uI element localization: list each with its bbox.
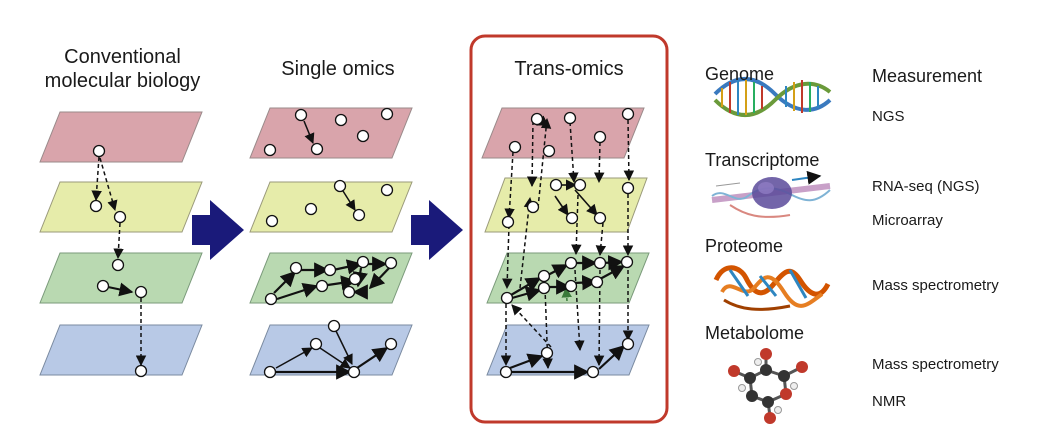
node xyxy=(537,269,551,283)
panel-single-omics xyxy=(249,107,413,380)
node xyxy=(384,256,398,270)
panel-trans-omics xyxy=(481,107,650,380)
node xyxy=(134,364,148,378)
layer-transcriptome xyxy=(249,181,413,233)
node xyxy=(310,142,324,156)
node xyxy=(380,107,394,121)
measurement-microarray: Microarray xyxy=(872,212,943,229)
node xyxy=(620,255,634,269)
molecule-model-icon xyxy=(728,348,808,424)
node xyxy=(309,337,323,351)
node xyxy=(356,129,370,143)
node xyxy=(540,346,554,360)
node xyxy=(263,365,277,379)
node xyxy=(621,181,635,195)
big-arrow-icon xyxy=(192,200,244,260)
omics-name-transcriptome: Transcriptome xyxy=(705,150,820,170)
node xyxy=(327,319,341,333)
node xyxy=(564,256,578,270)
omics-name-metabolome: Metabolome xyxy=(705,323,805,343)
measurement-mass-spec-metabolome: Mass spectrometry xyxy=(872,356,999,373)
measurement-ngs: NGS xyxy=(872,108,905,125)
node xyxy=(563,111,577,125)
panel-title-conventional-line1: Conventional xyxy=(64,46,181,68)
node xyxy=(501,215,515,229)
node xyxy=(537,281,551,295)
panel-conventional xyxy=(39,111,203,378)
panel-title-conventional-line2: molecular biology xyxy=(44,70,201,92)
node xyxy=(500,291,514,305)
layer-genome xyxy=(39,111,203,163)
node xyxy=(92,144,106,158)
node xyxy=(113,210,127,224)
node xyxy=(593,130,607,144)
node xyxy=(263,143,277,157)
node xyxy=(526,200,540,214)
layer-transcriptome xyxy=(39,181,203,233)
node xyxy=(590,275,604,289)
layer-metabolome xyxy=(39,324,203,376)
node xyxy=(342,285,356,299)
node xyxy=(352,208,366,222)
panel-title-trans-omics: Trans-omics xyxy=(514,58,624,80)
layer-proteome xyxy=(39,252,203,304)
node xyxy=(380,183,394,197)
big-arrow-icon xyxy=(411,200,463,260)
node xyxy=(499,365,513,379)
node xyxy=(621,337,635,351)
node xyxy=(111,258,125,272)
dna-double-helix-icon xyxy=(713,77,832,117)
node xyxy=(565,211,579,225)
layer-metabolome xyxy=(249,324,413,376)
omics-name-proteome: Proteome xyxy=(705,236,784,256)
measurement-mass-spec-proteome: Mass spectrometry xyxy=(872,277,999,294)
node xyxy=(96,279,110,293)
panel-title-single-omics: Single omics xyxy=(281,58,395,80)
node xyxy=(549,178,563,192)
node xyxy=(593,211,607,225)
layer-genome xyxy=(249,107,413,159)
measurement-header: Measurement xyxy=(872,66,983,86)
node xyxy=(304,202,318,216)
node xyxy=(289,261,303,275)
node xyxy=(530,112,544,126)
node xyxy=(586,365,600,379)
node xyxy=(508,140,522,154)
node xyxy=(89,199,103,213)
protein-structure-icon xyxy=(713,265,831,311)
node xyxy=(542,144,556,158)
node xyxy=(264,292,278,306)
node xyxy=(593,256,607,270)
node xyxy=(347,365,361,379)
node xyxy=(333,179,347,193)
node xyxy=(564,279,578,293)
node xyxy=(315,279,329,293)
node xyxy=(134,285,148,299)
layer-genome xyxy=(481,107,645,159)
node xyxy=(621,107,635,121)
node xyxy=(265,214,279,228)
rna-polymerase-icon xyxy=(711,170,831,218)
node xyxy=(334,113,348,127)
node xyxy=(294,108,308,122)
node xyxy=(323,263,337,277)
trans-omics-frame xyxy=(469,34,669,424)
measurement-rna-seq: RNA-seq (NGS) xyxy=(872,178,980,195)
node xyxy=(348,272,362,286)
measurement-nmr: NMR xyxy=(872,393,907,410)
node xyxy=(384,337,398,351)
node xyxy=(356,255,370,269)
node xyxy=(573,178,587,192)
omics-name-genome: Genome xyxy=(705,64,775,84)
